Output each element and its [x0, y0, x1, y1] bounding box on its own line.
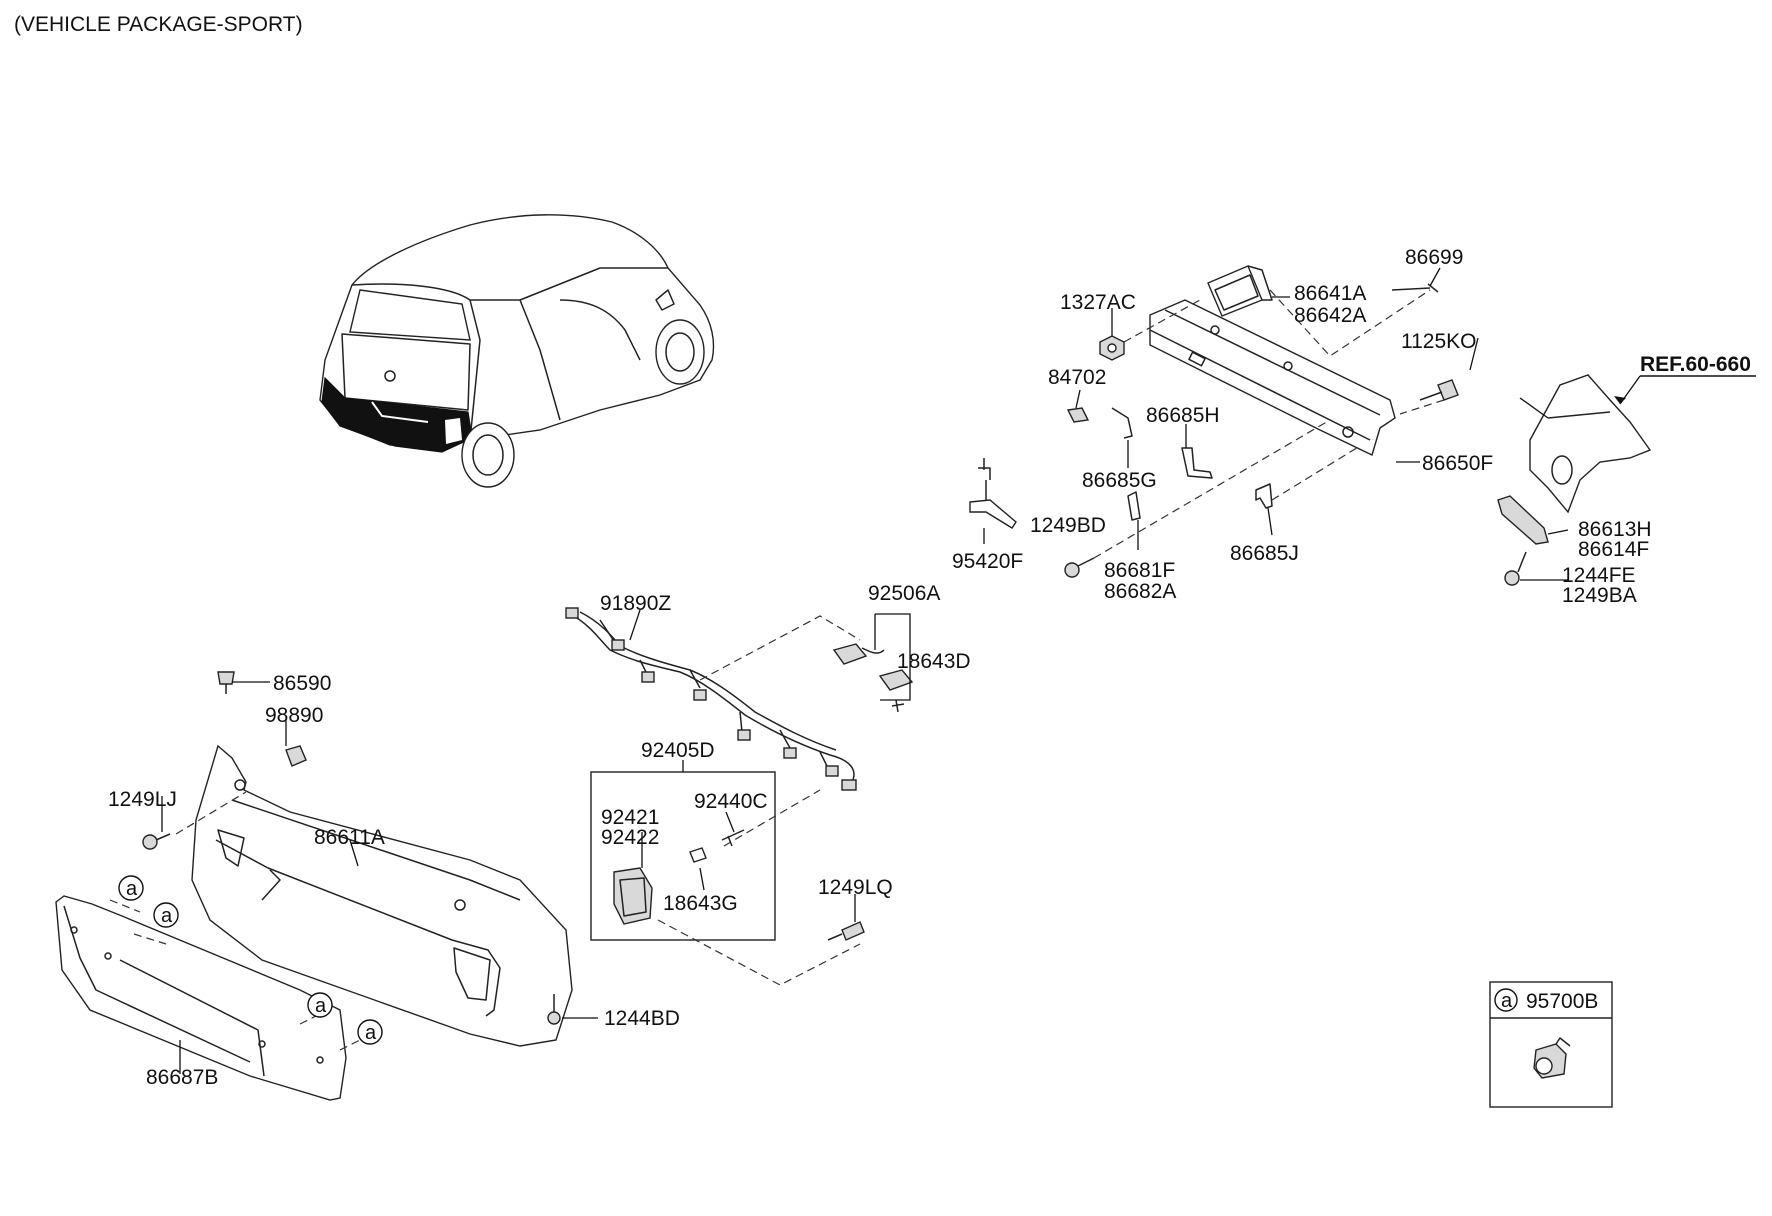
retainer-98890 — [285, 745, 307, 767]
label-92421: 92421 — [601, 806, 659, 829]
label-86641A: 86641A — [1294, 282, 1366, 305]
label-18643G: 18643G — [663, 892, 738, 915]
legend-part: 95700B — [1526, 990, 1598, 1013]
screw-1249BD — [1064, 557, 1095, 578]
label-86681F: 86681F — [1104, 559, 1175, 582]
beam-bracket-86641A — [1207, 265, 1273, 317]
label-1244BD: 1244BD — [604, 1007, 680, 1030]
label-86611A: 86611A — [314, 826, 385, 849]
side-bracket-86613H — [1497, 495, 1549, 545]
bracket-86685H — [1181, 447, 1213, 479]
label-86685J: 86685J — [1230, 542, 1299, 565]
label-92506A: 92506A — [868, 582, 940, 605]
part-labels: 86699 86641A 86642A 1327AC 1125KO 84702 … — [108, 246, 1652, 1089]
lower-diffuser-86687B — [55, 895, 347, 1101]
parking-sensor-icon — [1533, 1037, 1571, 1079]
bolt-1244FE — [1504, 551, 1527, 586]
label-98890: 98890 — [265, 704, 323, 727]
label-1327AC: 1327AC — [1060, 291, 1136, 314]
bulb-18643G — [689, 847, 707, 863]
label-18643D: 18643D — [897, 650, 971, 673]
ref-label: REF.60-660 — [1614, 353, 1756, 405]
marker-a-2: a — [153, 902, 179, 928]
dashed-alignment-lines — [109, 289, 1445, 1051]
bumper-cover — [191, 744, 573, 1047]
socket-92440C — [721, 829, 745, 847]
nut-1327AC — [1099, 335, 1125, 361]
label-86687B: 86687B — [146, 1066, 218, 1089]
label-92440C: 92440C — [694, 790, 768, 813]
label-86685G: 86685G — [1082, 469, 1157, 492]
screw-1249LJ — [142, 833, 171, 850]
antenna-95420F — [969, 458, 1017, 529]
label-1249LJ: 1249LJ — [108, 788, 177, 811]
fog-lamp — [613, 867, 653, 925]
rear-bumper-beam — [1149, 299, 1396, 456]
label-86590: 86590 — [273, 672, 331, 695]
package-note: (VEHICLE PACKAGE-SPORT) — [14, 13, 303, 36]
label-86613H: 86613H — [1578, 518, 1652, 541]
label-92422: 92422 — [601, 826, 659, 849]
bracket-86681F — [1127, 491, 1141, 521]
bracket-86685G — [1111, 407, 1133, 439]
bolt-1125KO — [1419, 379, 1459, 401]
leader-lines — [161, 267, 1569, 1074]
svg-text:a: a — [315, 995, 327, 1017]
label-84702: 84702 — [1048, 366, 1106, 389]
license-lamp-92506A — [832, 643, 914, 713]
label-86650F: 86650F — [1422, 452, 1493, 475]
label-1249LQ: 1249LQ — [818, 876, 893, 899]
label-1249BA: 1249BA — [1562, 584, 1637, 607]
marker-a-1: a — [118, 875, 144, 901]
label-86682A: 86682A — [1104, 580, 1176, 603]
svg-text:a: a — [161, 905, 173, 927]
svg-text:a: a — [365, 1022, 377, 1044]
label-91890Z: 91890Z — [600, 592, 671, 615]
label-86614F: 86614F — [1578, 538, 1649, 561]
legend-box: a 95700B — [1489, 981, 1613, 1108]
clip-84702 — [1066, 407, 1090, 423]
label-1125KO: 1125KO — [1401, 330, 1477, 353]
svg-text:a: a — [126, 878, 138, 900]
screw-1244BD — [547, 994, 561, 1025]
svg-text:REF.60-660: REF.60-660 — [1640, 353, 1751, 376]
screw-1249LQ — [827, 921, 865, 941]
clip-86590 — [217, 671, 235, 694]
label-86699: 86699 — [1405, 246, 1463, 269]
label-86685H: 86685H — [1146, 404, 1220, 427]
label-92405D: 92405D — [641, 739, 715, 762]
ref-fender-panel — [1529, 374, 1652, 514]
label-1249BD: 1249BD — [1030, 514, 1106, 537]
label-95420F: 95420F — [952, 550, 1023, 573]
sensor-wiring-harness — [565, 607, 857, 791]
label-86642A: 86642A — [1294, 304, 1366, 327]
marker-a-4: a — [357, 1019, 383, 1045]
legend-marker: a — [1501, 990, 1513, 1012]
label-1244FE: 1244FE — [1562, 564, 1636, 587]
marker-a-3: a — [307, 992, 333, 1018]
bracket-86685J — [1255, 483, 1273, 509]
vehicle-illustration — [319, 214, 715, 488]
